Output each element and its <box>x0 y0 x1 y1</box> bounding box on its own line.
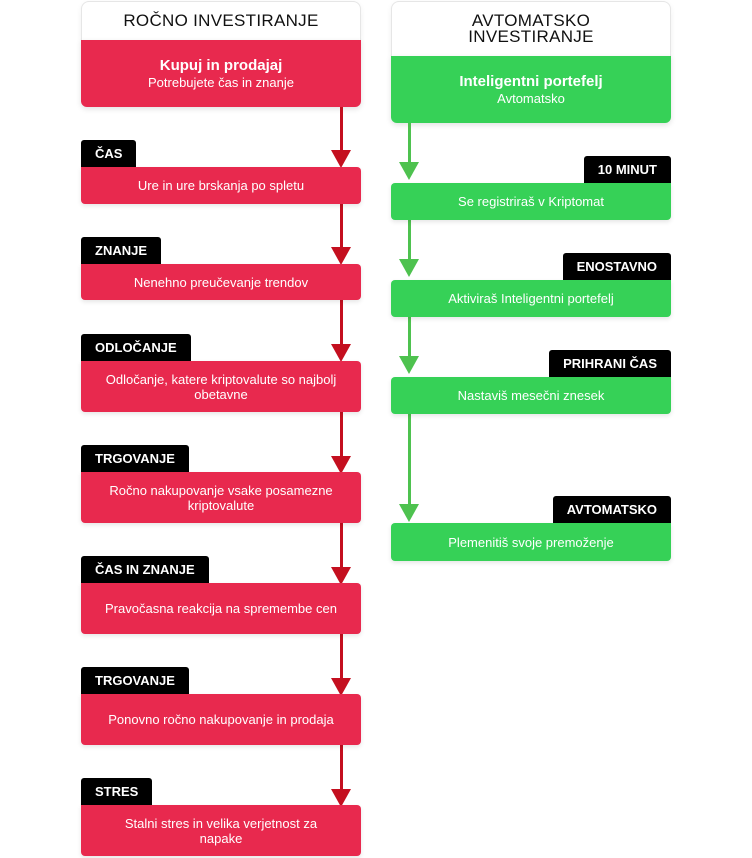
arrow-down-icon <box>331 344 351 362</box>
manual-step-box: Ponovno ročno nakupovanje in prodaja <box>81 694 361 745</box>
manual-connector <box>340 634 343 680</box>
auto-step-tag: AVTOMATSKO <box>552 496 671 523</box>
auto-investing-header: AVTOMATSKO INVESTIRANJE <box>391 1 671 57</box>
auto-step-tag: ENOSTAVNO <box>562 253 671 280</box>
manual-header-label: ROČNO INVESTIRANJE <box>123 11 319 30</box>
manual-step-box: Ure in ure brskanja po spletu <box>81 167 361 204</box>
manual-step-box: Pravočasna reakcija na spremembe cen <box>81 583 361 634</box>
manual-step-box: Odločanje, katere kriptovalute so najbol… <box>81 361 361 412</box>
manual-connector <box>340 107 343 152</box>
auto-header-line2: INVESTIRANJE <box>468 27 594 46</box>
manual-step-tag: STRES <box>81 778 153 805</box>
auto-step-tag: 10 MINUT <box>583 156 671 183</box>
manual-connector <box>340 204 343 249</box>
arrow-down-icon <box>331 567 351 585</box>
manual-step-box: Ročno nakupovanje vsake posamezne kripto… <box>81 472 361 523</box>
arrow-down-icon <box>331 789 351 807</box>
manual-step-tag: ČAS IN ZNANJE <box>81 556 209 583</box>
manual-step-box: Stalni stres in velika verjetnost za nap… <box>81 805 361 856</box>
auto-step-box: Aktiviraš Inteligentni portefelj <box>391 280 671 317</box>
arrow-down-icon <box>399 504 419 522</box>
manual-connector <box>340 745 343 791</box>
manual-step-tag: ODLOČANJE <box>81 334 191 361</box>
manual-step-tag: TRGOVANJE <box>81 667 189 694</box>
auto-header-line1: AVTOMATSKO <box>471 11 591 30</box>
auto-connector <box>408 220 411 261</box>
manual-step-tag: ČAS <box>81 140 137 167</box>
manual-connector <box>340 523 343 569</box>
arrow-down-icon <box>399 162 419 180</box>
auto-step-tag: PRIHRANI ČAS <box>549 350 671 377</box>
manual-investing-header: ROČNO INVESTIRANJE <box>81 1 361 41</box>
auto-connector <box>408 414 411 506</box>
arrow-down-icon <box>331 456 351 474</box>
arrow-down-icon <box>331 678 351 696</box>
arrow-down-icon <box>331 150 351 168</box>
manual-connector <box>340 412 343 458</box>
auto-connector <box>408 123 411 164</box>
auto-main-title: Inteligentni portefelj <box>459 72 603 90</box>
auto-step-box: Nastaviš mesečni znesek <box>391 377 671 414</box>
auto-main-subtitle: Avtomatsko <box>497 90 565 106</box>
manual-step-tag: TRGOVANJE <box>81 445 189 472</box>
arrow-down-icon <box>399 259 419 277</box>
arrow-down-icon <box>331 247 351 265</box>
manual-connector <box>340 300 343 346</box>
auto-main-card: Inteligentni portefelj Avtomatsko <box>391 56 671 123</box>
auto-connector <box>408 317 411 358</box>
arrow-down-icon <box>399 356 419 374</box>
manual-main-card: Kupuj in prodajaj Potrebujete čas in zna… <box>81 40 361 107</box>
manual-main-title: Kupuj in prodajaj <box>159 56 283 74</box>
auto-step-box: Se registriraš v Kriptomat <box>391 183 671 220</box>
manual-step-box: Nenehno preučevanje trendov <box>81 264 361 300</box>
manual-step-tag: ZNANJE <box>81 237 162 264</box>
auto-step-box: Plemenitiš svoje premoženje <box>391 523 671 561</box>
manual-main-subtitle: Potrebujete čas in znanje <box>148 74 294 90</box>
